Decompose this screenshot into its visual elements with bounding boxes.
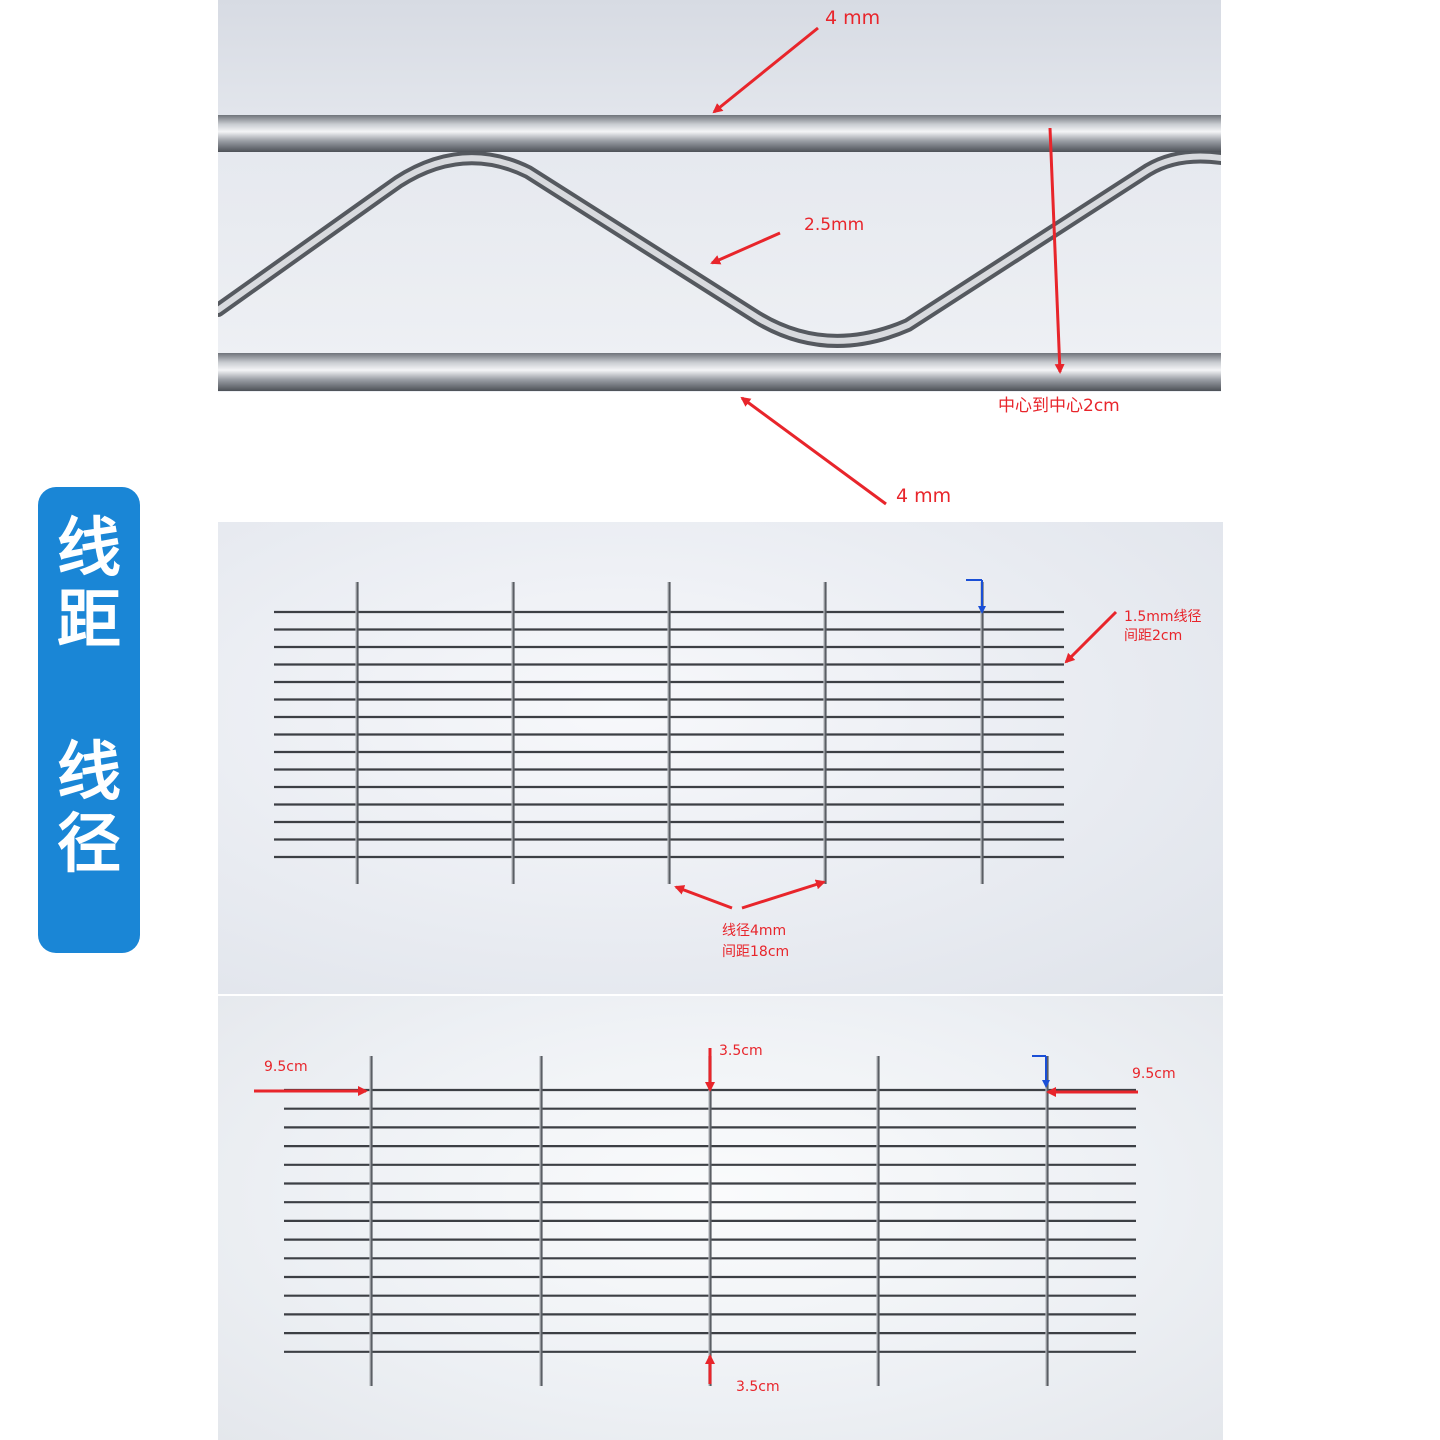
mesh-vertical-wires bbox=[355, 582, 984, 884]
bottom-rod-label: 4 mm bbox=[896, 485, 952, 507]
mesh-vertical-wires bbox=[369, 1056, 1049, 1386]
vertical-wire-arrow-right bbox=[741, 879, 826, 910]
top-offset-label: 3.5cm bbox=[719, 1043, 763, 1059]
left-margin-label: 9.5cm bbox=[264, 1059, 308, 1075]
horizontal-wire-label-2: 间距2cm bbox=[1124, 628, 1183, 644]
bottom-offset-label: 3.5cm bbox=[736, 1379, 780, 1395]
top-rod bbox=[218, 115, 1221, 152]
horizontal-wire-arrow bbox=[1064, 610, 1118, 664]
horizontal-wire-label-1: 1.5mm线径 bbox=[1124, 609, 1202, 625]
center-distance-label: 中心到中心2cm bbox=[998, 396, 1120, 416]
side-tag-line1: 线距 bbox=[57, 512, 121, 658]
side-tag: 线距 线径 bbox=[38, 487, 140, 953]
wave-wire-arrow bbox=[710, 231, 781, 265]
mesh-front-drawing bbox=[274, 579, 1118, 910]
top-rod-label: 4 mm bbox=[825, 7, 881, 29]
wave-wire-label: 2.5mm bbox=[804, 215, 865, 235]
vertical-wire-arrow-left bbox=[674, 885, 733, 910]
bottom-rod bbox=[218, 353, 1221, 391]
vertical-wire-label-1: 线径4mm bbox=[722, 923, 787, 939]
mesh-front-view: 1.5mm线径 间距2cm 线径4mm 间距18cm bbox=[218, 522, 1223, 994]
right-margin-label: 9.5cm bbox=[1132, 1066, 1176, 1082]
mesh-dimension-view: 9.5cm 9.5cm 3.5cm 3.5cm bbox=[218, 996, 1223, 1440]
wave-wire-closeup-view: 4 mm 2.5mm 中心到中心2cm 4 mm bbox=[218, 0, 1221, 520]
wave-wire-drawing bbox=[218, 26, 1221, 506]
top-rod-arrow bbox=[712, 26, 819, 114]
wave-wire bbox=[218, 149, 1221, 348]
bottom-rod-arrow bbox=[740, 396, 887, 506]
mesh-dimension-drawing bbox=[254, 1048, 1138, 1386]
vertical-wire-label-2: 间距18cm bbox=[722, 944, 790, 960]
side-tag-line2: 线径 bbox=[57, 736, 121, 882]
center-distance-arrow bbox=[1048, 127, 1065, 374]
